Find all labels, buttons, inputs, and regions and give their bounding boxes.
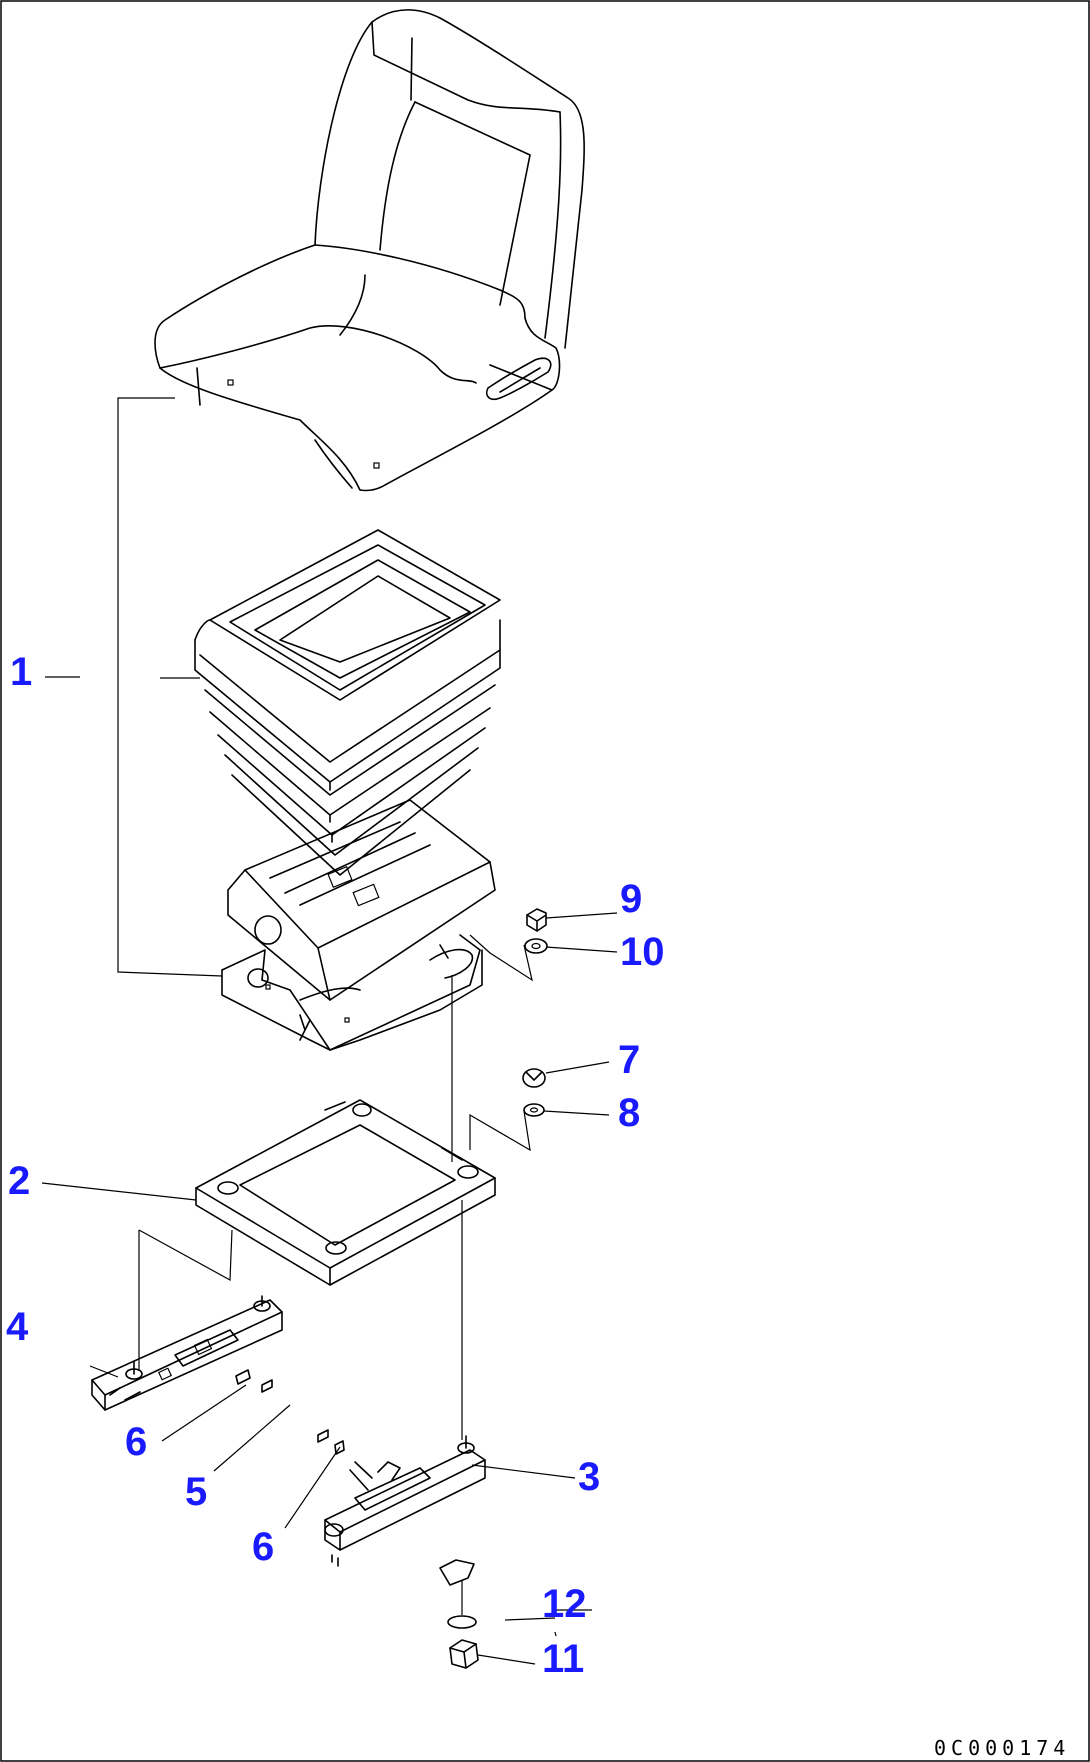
callout-2: 2 [8, 1159, 30, 1203]
operator-seat [154, 9, 585, 492]
callout-5: 5 [185, 1470, 207, 1514]
washer-8 [523, 1103, 545, 1117]
nut-11 [449, 1639, 479, 1669]
suspension-bellows [194, 529, 501, 876]
plate-washer [439, 1559, 475, 1586]
washer-12 [447, 1615, 477, 1629]
callout-9: 9 [620, 877, 642, 921]
spacer-5 [261, 1379, 329, 1443]
callout-4: 4 [6, 1305, 29, 1349]
slide-rail-left [91, 1295, 283, 1411]
callout-6-lower: 6 [252, 1525, 274, 1569]
nut-9 [526, 908, 547, 932]
callout-6-upper: 6 [125, 1420, 147, 1464]
callout-11: 11 [542, 1637, 584, 1681]
callout-1: 1 [10, 650, 32, 694]
suspension-mechanism [221, 799, 496, 1051]
callout-10: 10 [620, 930, 665, 974]
nut-7 [522, 1068, 546, 1088]
washer-6a [235, 1369, 251, 1385]
slide-rail-right [324, 1435, 486, 1567]
washer-6b [334, 1440, 345, 1455]
callout-7: 7 [618, 1038, 640, 1082]
leader-lines [41, 397, 618, 1665]
washer-10 [524, 938, 548, 954]
callout-12: 12 [542, 1582, 587, 1626]
mounting-plate [195, 1099, 496, 1286]
callout-3: 3 [578, 1455, 600, 1499]
drawing-code: 0C000174 [934, 1736, 1070, 1760]
callout-8: 8 [618, 1091, 640, 1135]
